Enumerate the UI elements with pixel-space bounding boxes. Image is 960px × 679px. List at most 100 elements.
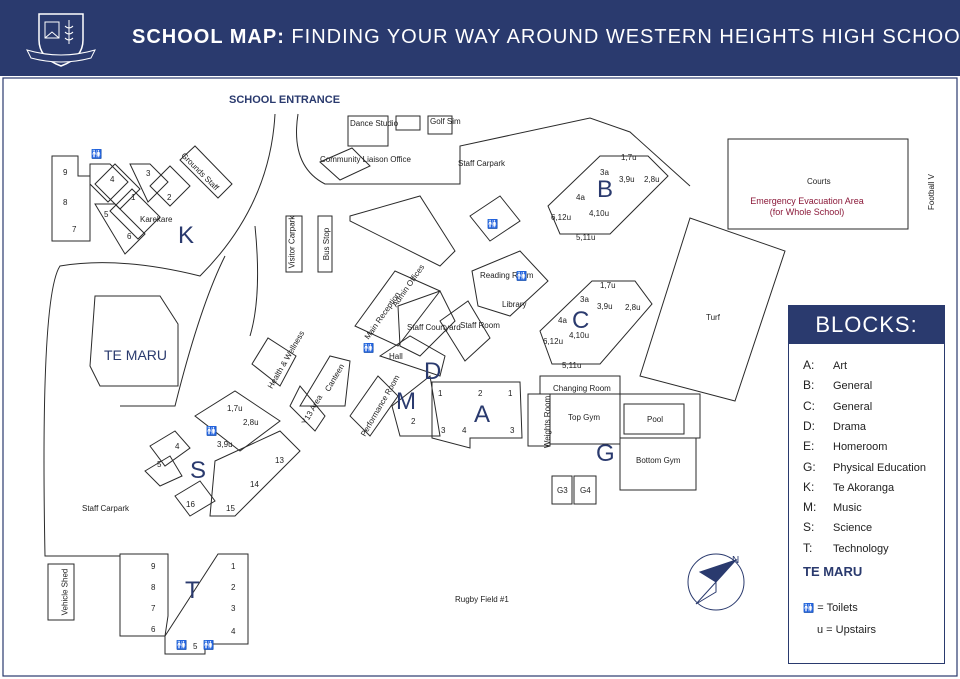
room-label: 14 — [250, 480, 259, 489]
rugby-field-label: Rugby Field #1 — [455, 595, 509, 604]
block-s-label: S — [190, 457, 207, 484]
legend-item: T: Technology — [803, 541, 889, 555]
block-c-label: C — [572, 307, 590, 334]
legend-item-key: G: — [803, 459, 816, 474]
school-map: SCHOOL ENTRANCE Dance Studio Golf Sim Co… — [0, 76, 960, 679]
bottom-gym-label: Bottom Gym — [636, 456, 681, 465]
block-b-label: B — [597, 176, 614, 203]
room-label: 4 — [462, 426, 467, 435]
changing-room-label: Changing Room — [553, 384, 611, 393]
legend-item-key: T: — [803, 540, 813, 555]
room-label: 8 — [63, 198, 68, 207]
legend-item: C:General — [803, 399, 872, 413]
legend-item-key: B: — [803, 378, 815, 393]
block-m-label: M — [396, 388, 416, 415]
room-label: 5 — [193, 642, 198, 651]
room-label: 5 — [157, 460, 162, 469]
toilets-icon: 🚻 — [363, 343, 375, 353]
room-label: 1 — [508, 389, 513, 398]
room-label: 2,8u — [644, 175, 660, 184]
map-outlines — [2, 77, 958, 677]
legend-item-name: Technology — [833, 542, 889, 555]
title-rest: FINDING YOUR WAY AROUND WESTERN HEIGHTS … — [291, 26, 960, 48]
emergency-area-label: Emergency Evacuation Area (for Whole Sch… — [750, 196, 864, 217]
legend-item-name: Drama — [833, 420, 867, 433]
legend-item-name: Te Akoranga — [833, 481, 895, 494]
pool-label: Pool — [647, 415, 664, 424]
legend-title: BLOCKS: — [789, 306, 944, 344]
toilets-icon: 🚻 — [206, 426, 218, 436]
room-label: 4a — [558, 316, 567, 325]
block-t-label: T — [185, 577, 200, 604]
legend-item-name: General — [833, 380, 873, 393]
vehicle-shed-label: Vehicle Shed — [60, 568, 70, 616]
header-bar: SCHOOL MAP: FINDING YOUR WAY AROUND WEST… — [0, 0, 960, 76]
room-label: 1 — [231, 562, 236, 571]
room-label: 5,11u — [576, 233, 596, 242]
legend-item-key: M: — [803, 500, 817, 515]
legend-item: B: General — [803, 378, 872, 392]
legend-item-key: D: — [803, 418, 815, 433]
room-label: 7 — [72, 225, 77, 234]
g3-label: G3 — [557, 486, 568, 495]
legend-te-maru: TE MARU — [803, 564, 863, 579]
hall-label: Hall — [389, 352, 403, 361]
room-label: 4a — [576, 193, 585, 202]
legend-toilets-text: = Toilets — [817, 602, 858, 614]
room-label: 7 — [151, 604, 156, 613]
room-label: 3,9u — [597, 302, 613, 311]
legend-toilets: 🚻 = Toilets — [803, 602, 858, 614]
block-a-label: A — [474, 401, 491, 428]
staff-courtyard-label: Staff Courtyard — [407, 323, 461, 332]
visitor-carpark-label: Visitor Carpark — [287, 215, 297, 269]
legend-item-name: Science — [833, 522, 873, 535]
room-label: 4,10u — [589, 209, 610, 218]
block-k-label: K — [178, 222, 195, 249]
title-bold: SCHOOL MAP: — [132, 26, 285, 48]
room-label: 8 — [151, 583, 156, 592]
football-label: Football V — [927, 173, 937, 211]
room-label: 1,7u — [227, 404, 243, 413]
room-label: 1 — [131, 193, 136, 202]
room-label: 3 — [441, 426, 446, 435]
room-label: 6,12u — [551, 213, 572, 222]
legend-item-key: S: — [803, 520, 815, 535]
bus-stop-label: Bus Stop — [322, 227, 332, 261]
school-crest-icon — [26, 13, 96, 67]
room-label: 3 — [231, 604, 236, 613]
room-label: 3,9u — [217, 440, 233, 449]
block-d-label: D — [424, 358, 442, 385]
room-label: 5 — [104, 210, 109, 219]
room-label: 5,11u — [562, 361, 582, 370]
legend-item: A:Art — [803, 358, 847, 372]
toilets-icon: 🚻 — [203, 640, 215, 650]
room-label: 3a — [600, 168, 609, 177]
library-label: Library — [502, 300, 527, 309]
room-label: 3a — [580, 295, 589, 304]
room-label: 1 — [438, 389, 443, 398]
block-g-label: G — [596, 440, 615, 467]
room-label: 2 — [167, 193, 172, 202]
legend-item: D: Drama — [803, 419, 866, 433]
staff-carpark-top-label: Staff Carpark — [458, 159, 505, 168]
legend-item-name: Physical Education — [833, 461, 926, 474]
room-label: 9 — [63, 168, 68, 177]
legend-item-name: Music — [833, 502, 862, 515]
staff-room-label: Staff Room — [460, 321, 500, 330]
room-label: 9 — [151, 562, 156, 571]
room-label: 13 — [275, 456, 284, 465]
courts-label: Courts — [807, 177, 831, 186]
dance-studio-label: Dance Studio — [350, 119, 399, 128]
room-label: 1,7u — [600, 281, 616, 290]
legend-item-key: K: — [803, 479, 815, 494]
compass-north-label: N — [732, 555, 740, 566]
legend-item: K: Te Akoranga — [803, 480, 894, 494]
legend-item-name: General — [833, 400, 873, 413]
legend-upstairs: u = Upstairs — [817, 624, 876, 636]
room-label: 1,7u — [621, 153, 637, 162]
staff-carpark-left-label: Staff Carpark — [82, 504, 129, 513]
legend-item-name: Art — [833, 360, 848, 372]
room-label: 4 — [231, 627, 236, 636]
community-liaison-label: Community Liaison Office — [320, 155, 411, 164]
